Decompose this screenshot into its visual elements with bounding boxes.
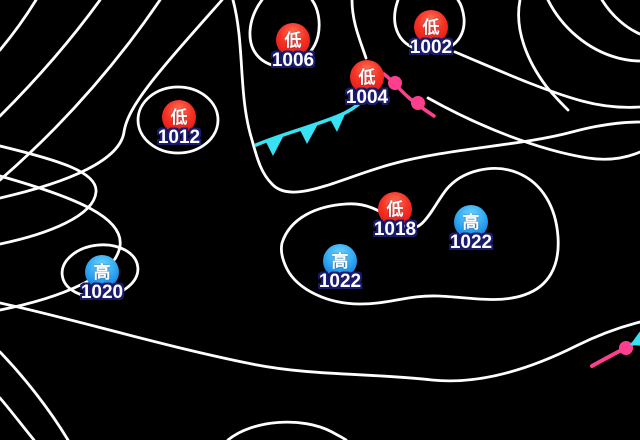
isobar-line [248,0,321,68]
low-symbol: 低 [170,107,188,127]
cold-front-barb [300,124,318,144]
isobar-line [0,0,102,118]
high-pressure-icon: 高 [323,244,357,278]
isobar-line [0,174,122,312]
isobar-line [231,0,640,194]
isobar-line [60,243,140,299]
low-symbol: 低 [422,17,440,37]
low-symbol: 低 [386,199,404,219]
isobar-line [517,0,570,112]
isobar-line [0,0,38,52]
isobar-line [136,85,220,155]
pressure-system-low-1012: 低 1012 [147,100,211,149]
isobar-line [350,0,368,60]
isobar-line [546,0,640,63]
low-pressure-icon: 低 [378,192,412,226]
isobar-line [0,396,36,440]
warm-front [382,72,436,118]
pressure-system-low-1002: 低 1002 [399,10,463,59]
warm-front-bump [411,96,425,110]
pressure-value: 1020 [80,282,124,303]
pressure-system-high-1022-center: 高 1022 [308,244,372,293]
isobar-line [426,96,640,161]
pressure-value: 1022 [318,271,362,292]
high-symbol: 高 [331,251,349,271]
cold-front [254,99,364,156]
isobar-line [0,301,640,383]
cold-front-barb [266,135,284,156]
low-pressure-icon: 低 [276,23,310,57]
isobar-line [0,0,224,200]
isobar-line [226,420,348,440]
cold-front-barb [630,331,640,346]
isobar-line [0,350,70,440]
pressure-value: 1002 [409,37,453,58]
pressure-value: 1022 [449,232,493,253]
pressure-value: 1006 [271,50,315,71]
low-pressure-icon: 低 [350,60,384,94]
isobar-line [600,0,640,36]
low-pressure-icon: 低 [414,10,448,44]
low-symbol: 低 [284,30,302,50]
isobar-line [0,144,98,246]
low-symbol: 低 [358,67,376,87]
front-fragment [590,331,640,368]
low-pressure-icon: 低 [162,100,196,134]
isobar-line [0,0,162,182]
pressure-value: 1012 [157,127,201,148]
isobar-line [393,0,466,53]
warm-front-bump [388,76,402,90]
pressure-value: 1018 [373,219,417,240]
isobar-line [453,50,640,109]
high-pressure-icon: 高 [454,205,488,239]
pressure-system-low-1004: 低 1004 [335,60,399,109]
pressure-system-high-1020: 高 1020 [70,255,134,304]
pressure-system-low-1006: 低 1006 [261,23,325,72]
pressure-system-low-1018: 低 1018 [363,192,427,241]
warm-front-bump [619,341,633,355]
high-symbol: 高 [462,212,480,232]
high-pressure-icon: 高 [85,255,119,289]
pressure-value: 1004 [345,87,389,108]
high-symbol: 高 [93,262,111,282]
cold-front-barb [330,112,346,132]
pressure-system-high-1022-east: 高 1022 [439,205,503,254]
